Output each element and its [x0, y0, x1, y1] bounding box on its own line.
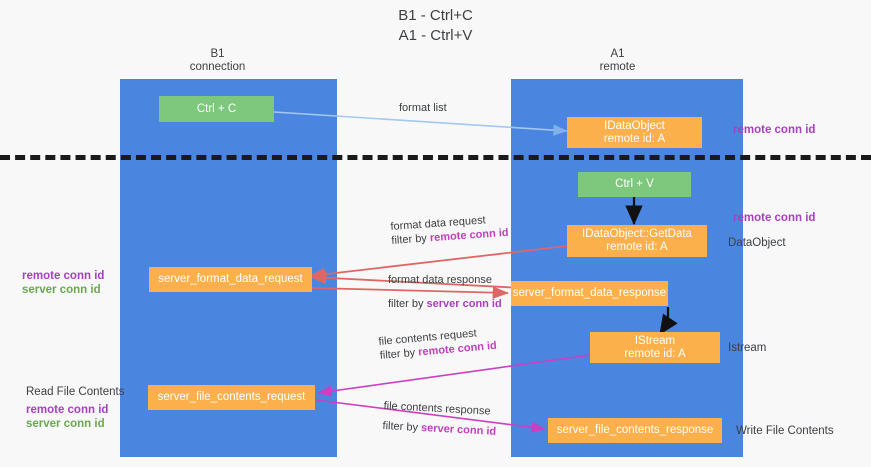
box-server-file-contents-response[interactable]: server_file_contents_response [548, 418, 722, 443]
column-a1-name: A1 [610, 48, 625, 60]
box-getdata-label: IDataObject::GetData remote id: A [582, 228, 692, 253]
phase-separator [0, 155, 871, 160]
edge-label-file-contents-response-line2: filter by server conn id [382, 419, 496, 439]
column-header-b1: B1 connection [150, 48, 285, 74]
box-istream-label: IStream remote id: A [624, 334, 686, 360]
box-server-format-data-response-label: server_format_data_response [512, 287, 667, 299]
title-line-1: B1 - Ctrl+C [398, 7, 473, 24]
box-server-file-contents-response-label: server_file_contents_response [556, 424, 714, 436]
right-label-dataobject: DataObject [728, 237, 786, 249]
filter-prefix: filter by [382, 419, 422, 434]
column-a1-role: remote [599, 61, 636, 73]
box-idataobject-label: IDataObject remote id: A [603, 119, 666, 145]
right-label-istream: Istream [728, 342, 767, 354]
box-idataobject[interactable]: IDataObject remote id: A [567, 117, 702, 148]
box-server-file-contents-request[interactable]: server_file_contents_request [148, 385, 315, 410]
left-label-read-file-contents: Read File Contents [26, 386, 125, 398]
left-label-server-conn-id-mid: server conn id [22, 284, 101, 296]
edge-label-format-list: format list [399, 102, 447, 114]
box-server-file-contents-request-label: server_file_contents_request [157, 391, 306, 403]
edge-label-file-contents-request: file contents request filter by remote c… [378, 325, 497, 363]
filter-key-remote-conn-id: remote conn id [429, 226, 509, 245]
right-label-remote-conn-id-mid: remote conn id [733, 212, 816, 224]
box-server-format-data-response[interactable]: server_format_data_response [511, 281, 668, 306]
filter-prefix: filter by [379, 346, 419, 362]
box-ctrl-v[interactable]: Ctrl + V [578, 172, 691, 197]
filter-prefix: filter by [388, 298, 427, 310]
box-ctrl-v-label: Ctrl + V [615, 178, 654, 190]
column-b1-role: connection [189, 61, 246, 73]
edge-label-format-data-response-line1: format data response [388, 274, 492, 286]
box-ctrl-c[interactable]: Ctrl + C [159, 96, 274, 122]
box-server-format-data-request[interactable]: server_format_data_request [149, 267, 312, 292]
column-header-a1: A1 remote [550, 48, 685, 74]
edge-label-format-data-request: format data request filter by remote con… [390, 212, 509, 248]
edge-label-file-contents-response: file contents response filter by server … [382, 399, 497, 439]
left-label-remote-conn-id-mid: remote conn id [22, 270, 105, 282]
filter-key-server-conn-id: server conn id [426, 298, 502, 310]
title-line-2: A1 - Ctrl+V [398, 27, 473, 44]
filter-key-server-conn-id: server conn id [420, 421, 497, 438]
edge-label-format-data-response-line2: filter by server conn id [388, 297, 502, 311]
diagram-title: B1 - Ctrl+C A1 - Ctrl+V [0, 6, 871, 46]
right-label-remote-conn-id-top: remote conn id [733, 124, 816, 136]
box-istream[interactable]: IStream remote id: A [590, 332, 720, 363]
filter-prefix: filter by [391, 232, 431, 247]
left-label-server-conn-id-bottom: server conn id [26, 418, 105, 430]
box-getdata[interactable]: IDataObject::GetData remote id: A [567, 225, 707, 257]
right-label-write-file-contents: Write File Contents [736, 425, 834, 437]
edge-label-file-contents-response-line1: file contents response [383, 399, 491, 418]
edge-label-format-data-response: format data response filter by server co… [388, 273, 502, 311]
box-server-format-data-request-label: server_format_data_request [158, 273, 303, 285]
box-ctrl-c-label: Ctrl + C [196, 102, 237, 115]
left-label-remote-conn-id-bottom: remote conn id [26, 404, 109, 416]
column-b1-name: B1 [210, 48, 225, 60]
